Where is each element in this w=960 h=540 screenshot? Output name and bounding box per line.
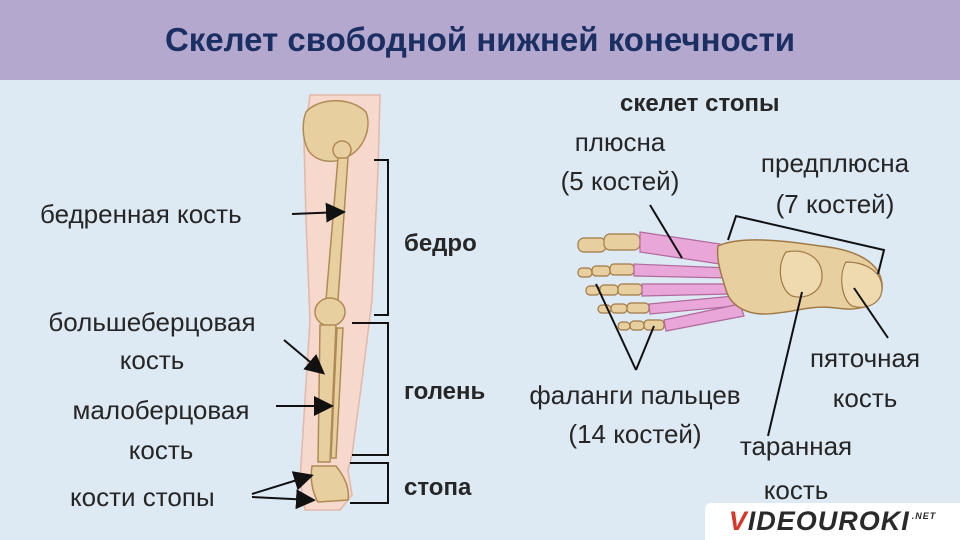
shin-label: голень: [404, 378, 486, 405]
tarsus-bracket: [727, 214, 886, 275]
logo-tld: .NET: [911, 511, 937, 521]
foot-annotations: [595, 204, 889, 437]
femur-label: бедренная кость: [40, 199, 242, 229]
knee-joint: [314, 297, 346, 327]
calcaneus-pointer: [853, 287, 889, 339]
femur-head: [332, 140, 352, 160]
talus-pointer: [767, 291, 803, 437]
phalanges-label-line2: (14 костей): [568, 419, 702, 449]
page-title: Скелет свободной нижней конечности: [164, 21, 796, 58]
metatarsals: [633, 231, 745, 332]
foot-bracket: [350, 462, 389, 504]
foot-skeleton-heading: скелет стопы: [620, 90, 780, 117]
foot-arrow-2: [251, 489, 316, 510]
tarsus-label-line2: (7 костей): [775, 189, 895, 219]
phalanges-label-line1: фаланги пальцев: [529, 380, 741, 410]
leg-skeleton: [302, 100, 369, 503]
thigh-bracket: [374, 159, 389, 316]
title-bar: Скелет свободной нижней конечности: [0, 0, 960, 80]
calcaneus-label-line1: пяточная: [809, 343, 921, 373]
calcaneus-label-line2: кость: [832, 383, 898, 413]
talus-label-line1: таранная: [739, 431, 853, 461]
metatarsus-label-line2: (5 костей): [560, 166, 680, 196]
videouroki-logo: V IDEOUROKI .NET: [705, 503, 960, 540]
phalanges: [577, 233, 665, 331]
tibia-label-line1: большеберцовая: [48, 307, 256, 337]
thigh-label: бедро: [404, 230, 477, 257]
section-brackets: [350, 159, 389, 504]
fibula-label-line1: малоберцовая: [72, 395, 250, 425]
foot-section-label: стопа: [404, 474, 472, 501]
tibia-label-line2: кость: [119, 345, 185, 375]
calcaneus-bone: [841, 261, 883, 308]
femur-arrow: [291, 202, 346, 223]
tibia-arrow: [283, 339, 326, 375]
leg-arrows: [251, 202, 346, 510]
logo-text: IDEOUROKI: [747, 506, 910, 536]
talus-bone: [779, 250, 823, 298]
fibula-label-line2: кость: [128, 435, 194, 465]
foot-arrow-1: [251, 471, 314, 495]
tarsus-label-line1: предплюсна: [760, 148, 910, 178]
shin-bracket: [352, 322, 389, 456]
logo-v: V: [728, 506, 748, 536]
talus-label-line2: кость: [763, 475, 829, 505]
foot-bones-label: кости стопы: [70, 482, 215, 512]
phalanges-pointer-2: [635, 325, 655, 371]
phalanges-pointer-1: [595, 283, 637, 371]
metatarsus-label-line1: плюсна: [574, 127, 666, 157]
foot-top-view: [577, 231, 883, 332]
metatarsus-pointer: [649, 204, 683, 259]
